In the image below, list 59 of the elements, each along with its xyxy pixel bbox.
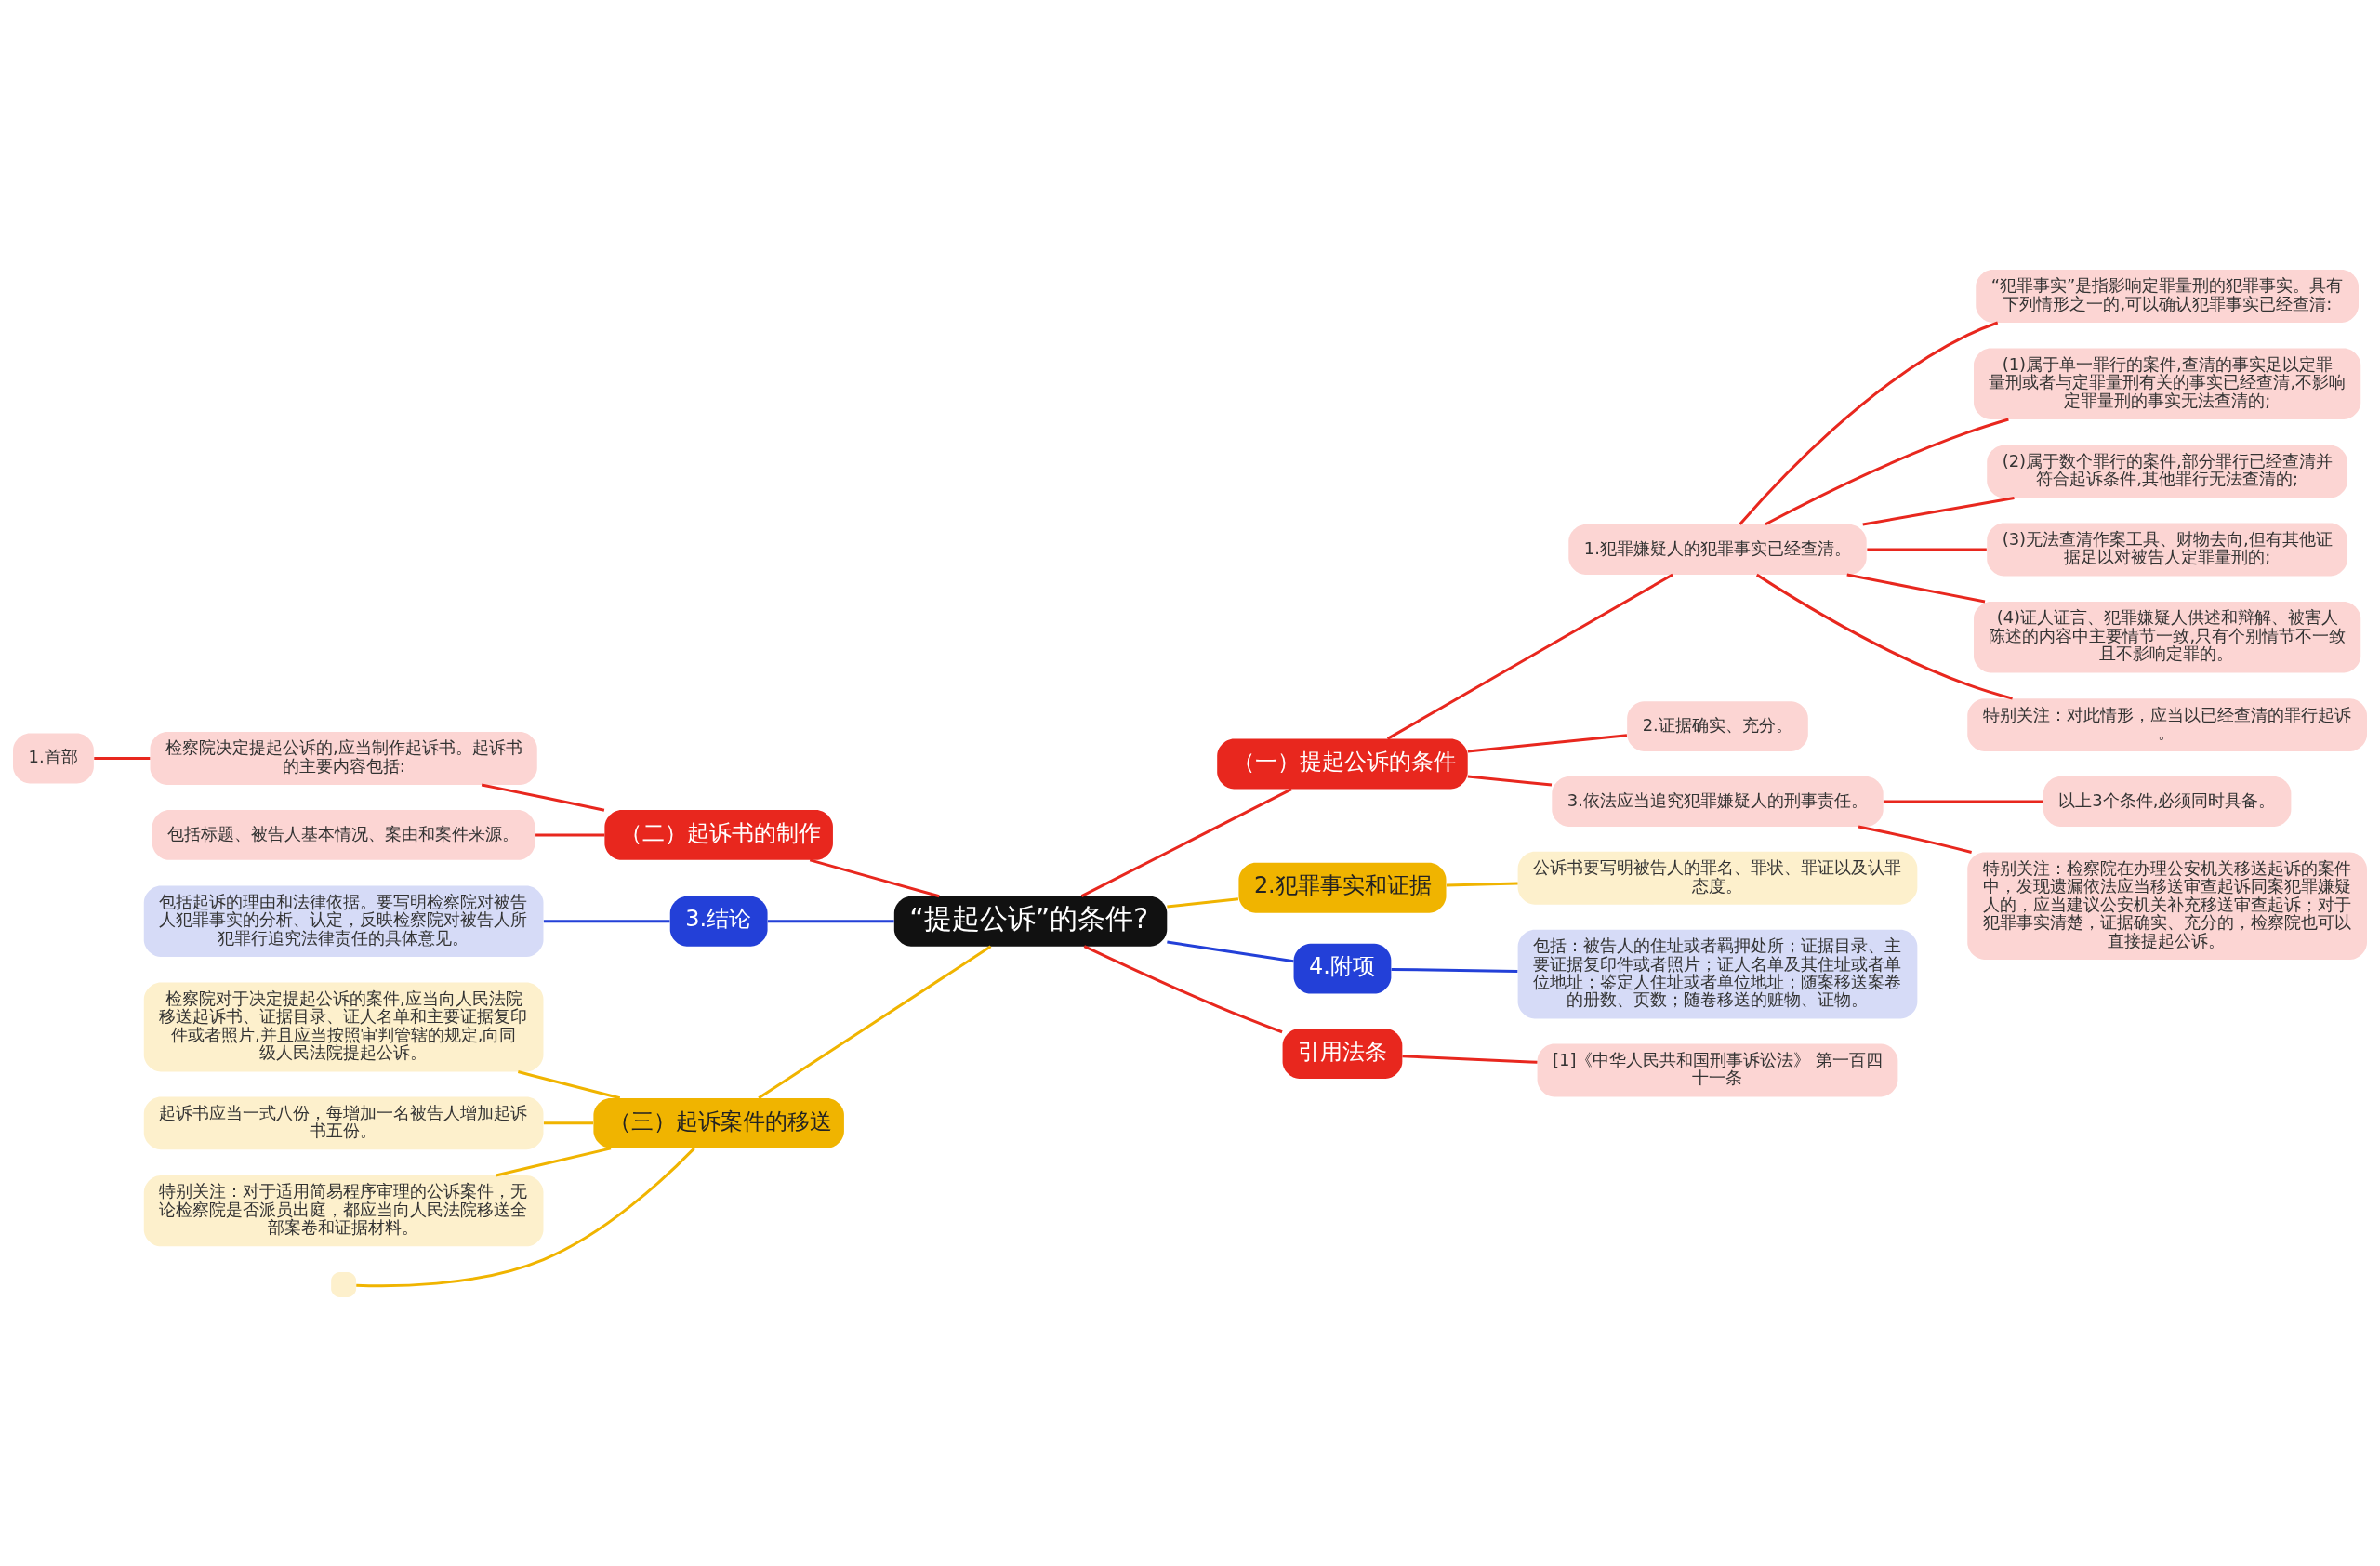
node-box: 包括：被告人的住址或者羁押处所；证据目录、主要证据复印件或者照片；证人名单及其住址或者单位地址；鉴定人住址或者单位地址；随案移送案卷的册数、页数；随卷移送的赃物、证物。	[1517, 929, 1918, 1019]
node-box: 包括标题、被告人基本情况、案由和案件来源。	[152, 809, 536, 860]
node-box: 2.证据确实、充分。	[1627, 700, 1808, 751]
node-box: 检察院决定提起公诉的,应当制作起诉书。起诉书的主要内容包括:	[150, 731, 537, 785]
connector	[1083, 944, 1283, 1033]
connector	[767, 919, 894, 922]
connector	[1846, 573, 1986, 604]
connector	[1765, 418, 2009, 525]
connector	[536, 832, 605, 836]
node-box: [1]《中华人民共和国刑事诉讼法》 第一百四十一条	[1537, 1043, 1898, 1096]
connector	[1167, 896, 1239, 908]
connector	[1080, 787, 1292, 897]
node-box: (4)证人证言、犯罪嫌疑人供述和辩解、被害人陈述的内容中主要情节一致,只有个别情节不一致且不影响定罪的。	[1974, 601, 2361, 672]
node-box: （一）提起公诉的条件	[1217, 738, 1468, 789]
node-box: 2.犯罪事实和证据	[1238, 862, 1447, 913]
node-box: （二）起诉书的制作	[604, 809, 833, 860]
node-box: 引用法条	[1282, 1028, 1403, 1079]
connector	[1167, 940, 1294, 962]
node-box: 包括起诉的理由和法律依据。要写明检察院对被告人犯罪事实的分析、认定，反映检察院对被告人所犯罪行追究法律责任的具体意见。	[143, 885, 544, 957]
connector	[94, 756, 151, 760]
connector	[758, 945, 992, 1099]
connector	[496, 1146, 612, 1176]
connector	[1867, 547, 1987, 551]
node-box: 以上3个条件,必须同时具备。	[2043, 776, 2292, 827]
node-box: 3.结论	[669, 896, 768, 947]
connector	[1858, 824, 1972, 854]
connector	[1391, 967, 1518, 973]
connector	[1402, 1054, 1538, 1064]
node-box: 1.首部	[13, 733, 94, 783]
node-box: (1)属于单一罪行的案件,查清的事实足以定罪量刑或者与定罪量刑有关的事实已经查清,不影响定罪量刑的事实无法查清的;	[1974, 348, 2361, 419]
node-box: 检察院对于决定提起公诉的案件,应当向人民法院移送起诉书、证据目录、证人名单和主要证据复印件或者照片,并且应当按照审判管辖的规定,向同级人民法院提起公诉。	[143, 982, 544, 1071]
node-box: 特别关注：对于适用简易程序审理的公诉案件，无论检察院是否派员出庭，都应当向人民法院移送全部案卷和证据材料。	[143, 1174, 544, 1246]
connector	[1862, 496, 2015, 525]
node-box	[331, 1271, 357, 1297]
node-box: 公诉书要写明被告人的罪名、罪状、罪证以及认罪态度。	[1517, 851, 1918, 905]
connector	[1446, 881, 1518, 886]
node-box: 特别关注：检察院在办理公安机关移送起诉的案件中，发现遗漏依法应当移送审查起诉同案犯罪嫌疑人的，应当建议公安机关补充移送审查起诉；对于犯罪事实清楚，证据确实、充分的，检察院也可以直接提起公诉。	[1967, 852, 2367, 960]
node-box: “提起公诉”的条件?	[893, 896, 1168, 947]
node-box: 4.附项	[1293, 943, 1392, 994]
connector	[1467, 775, 1553, 787]
node-box: (2)属于数个罪行的案件,部分罪行已经查清并符合起诉条件,其他罪行无法查清的;	[1987, 445, 2347, 498]
node-box: 起诉书应当一式八份，每增加一名被告人增加起诉书五份。	[143, 1095, 544, 1149]
connector	[809, 857, 940, 897]
connector	[1883, 799, 2043, 803]
node-box: (3)无法查清作案工具、财物去向,但有其他证据足以对被告人定罪量刑的;	[1987, 523, 2347, 576]
connector	[1739, 321, 1999, 525]
connector	[356, 1147, 695, 1287]
connector	[543, 1121, 594, 1124]
connector	[517, 1069, 621, 1099]
node-box: （三）起诉案件的移送	[593, 1097, 844, 1148]
connector	[1386, 573, 1673, 740]
node-box: 1.犯罪嫌疑人的犯罪事实已经查清。	[1568, 524, 1867, 575]
connector	[543, 919, 670, 922]
node-box: 特别关注：对此情形，应当以已经查清的罪行起诉。	[1967, 697, 2367, 751]
connector	[1467, 733, 1628, 753]
connector	[481, 783, 605, 812]
node-box: “犯罪事实”是指影响定罪量刑的犯罪事实。具有下列情形之一的,可以确认犯罪事实已经查清:	[1976, 269, 2359, 323]
connector	[1755, 573, 2013, 700]
node-box: 3.依法应当追究犯罪嫌疑人的刑事责任。	[1552, 776, 1884, 827]
